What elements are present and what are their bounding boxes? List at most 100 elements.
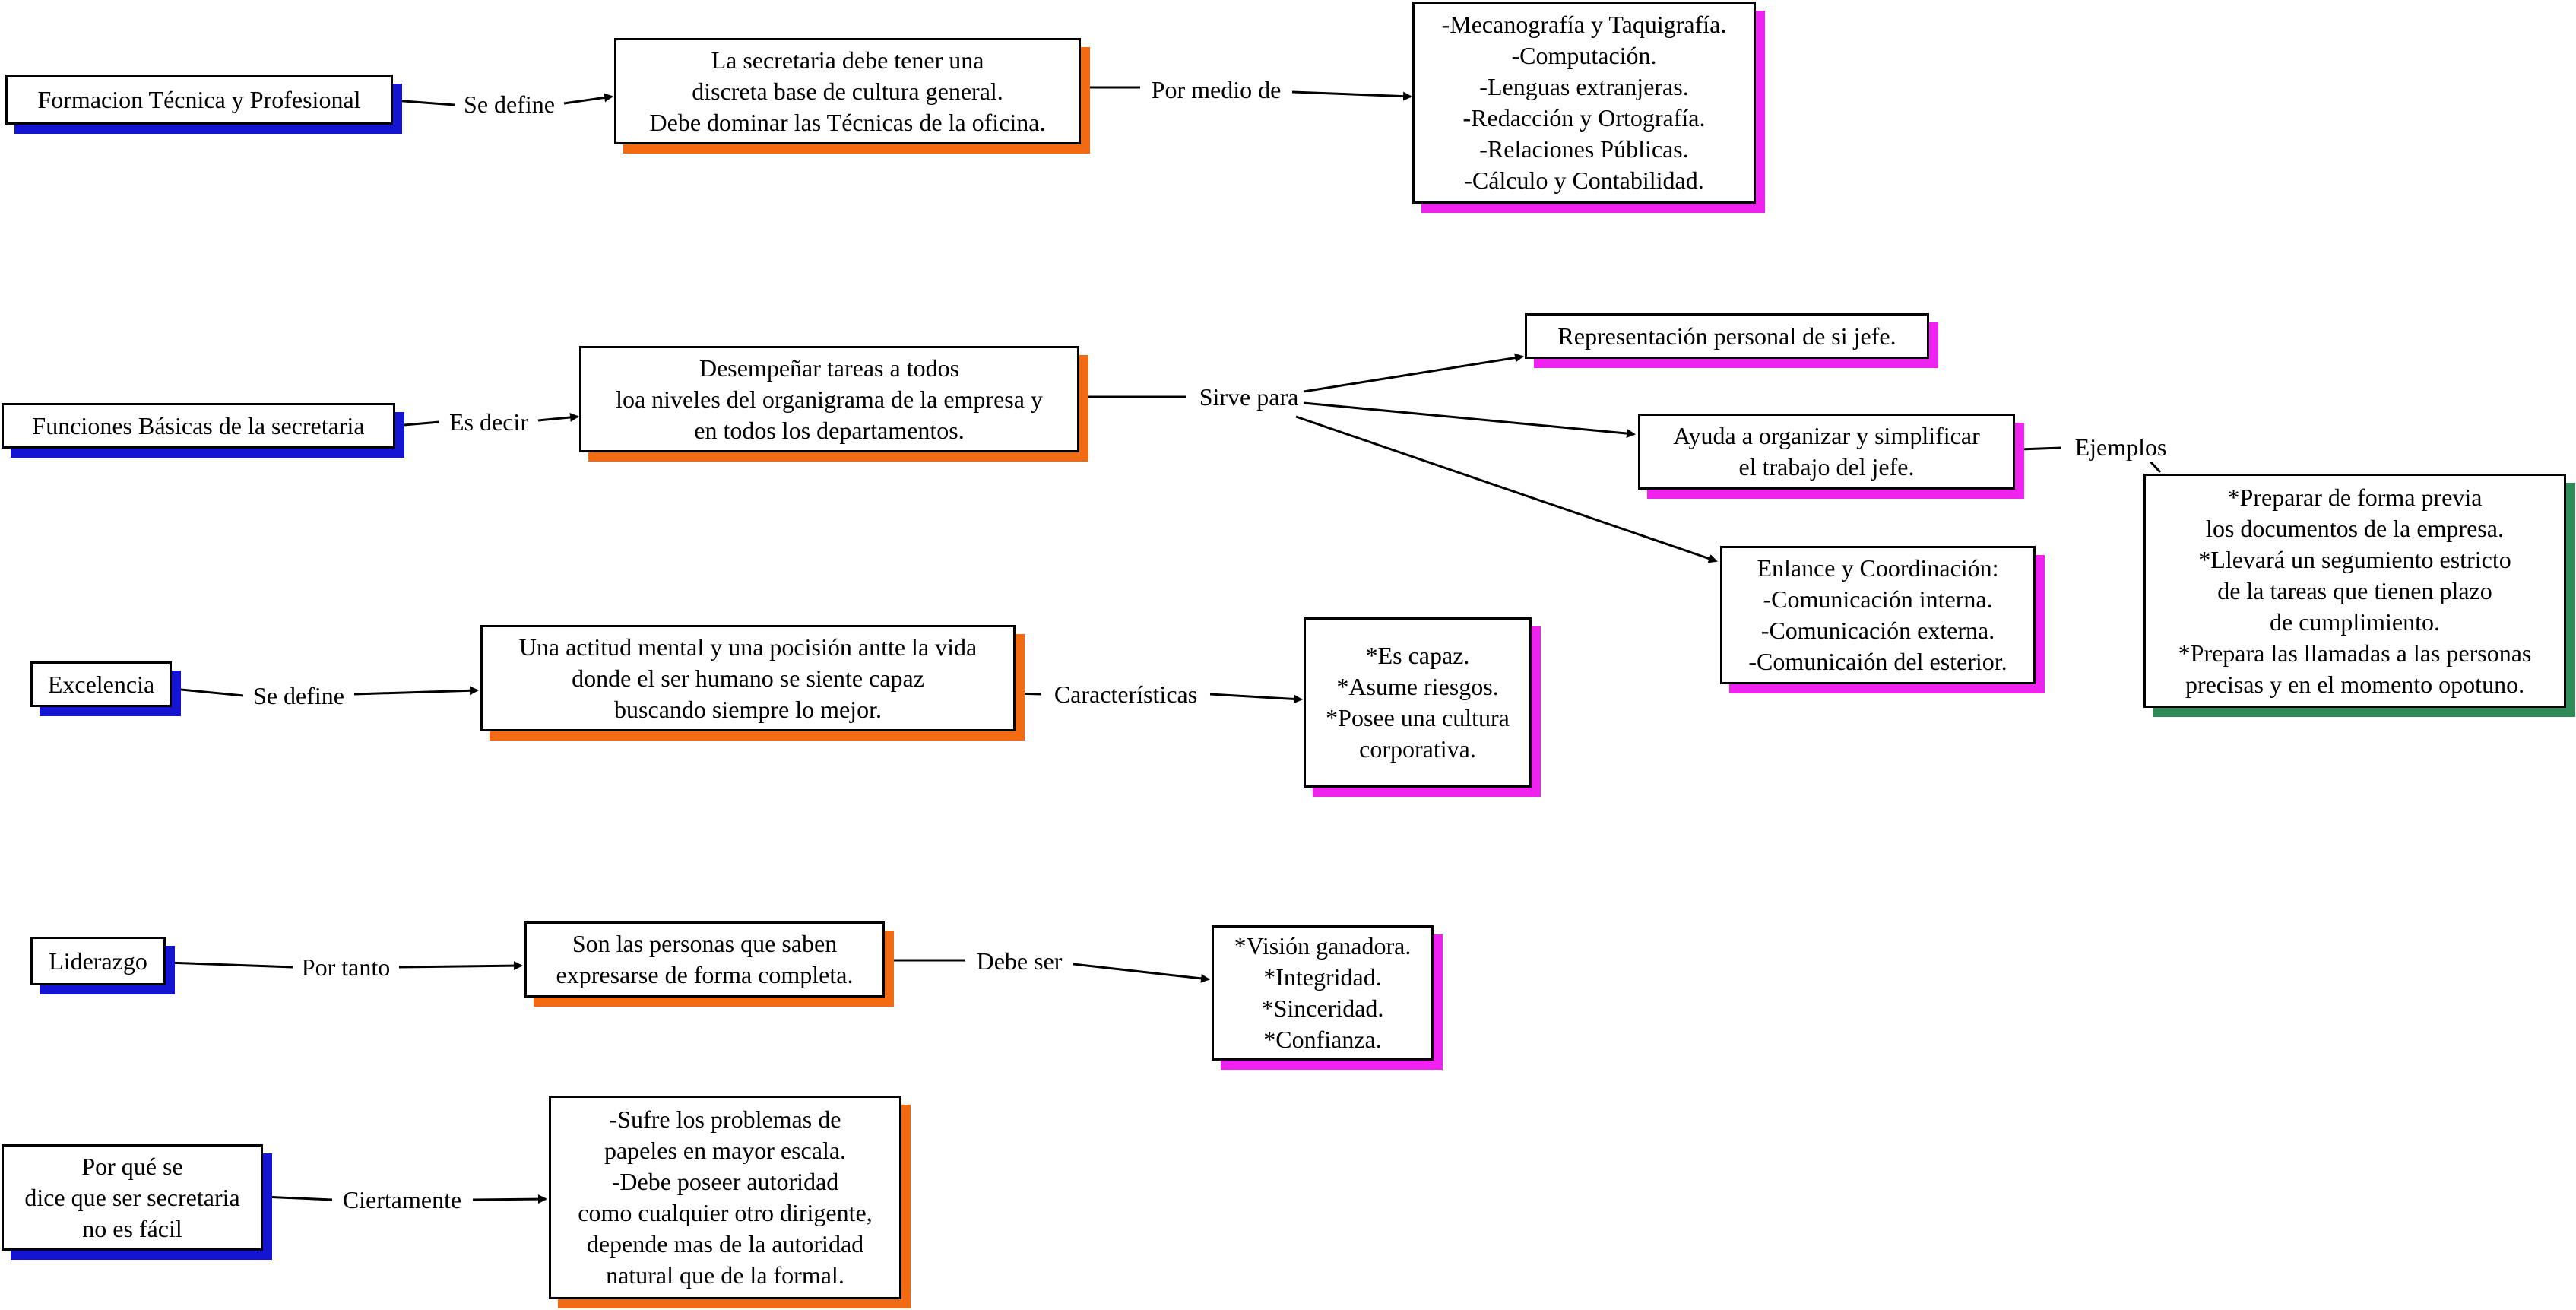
connector-ejemplos-box (2148, 459, 2162, 474)
node-text-line: -Relaciones Públicas. (1479, 135, 1689, 163)
node-ayuda: Ayuda a organizar y simplificar el traba… (1638, 414, 2015, 490)
connector-porque-ciertamente (262, 1195, 333, 1201)
link-label-es-decir: Es decir (446, 407, 531, 437)
connector-ayuda-ejemplos (2019, 446, 2062, 451)
node-text-line: *Asume riesgos. (1336, 673, 1499, 700)
node-text-line: expresarse de forma completa. (556, 961, 854, 988)
node-text-line: -Mecanografía y Taquigrafía. (1441, 11, 1727, 38)
link-label-por-medio-de: Por medio de (1148, 75, 1285, 105)
link-label-sirve-para: Sirve para (1196, 382, 1302, 412)
node-excelencia: Excelencia (30, 661, 172, 707)
node-text-line: Debe dominar las Técnicas de la oficina. (649, 108, 1046, 136)
connector-funciones-esdecir (394, 420, 440, 427)
node-funciones-definicion: Desempeñar tareas a todos loa niveles de… (579, 346, 1079, 452)
node-text-line: -Comunicaión del esterior. (1748, 648, 2007, 675)
connector-sirvepara-enlace (1295, 415, 1718, 563)
node-text-line: precisas y en el momento opotuno. (2185, 670, 2525, 698)
node-text-line: *Sinceridad. (1261, 994, 1384, 1022)
node-porque: Por qué se dice que ser secretaria no es… (2, 1144, 263, 1251)
node-text-line: natural que de la formal. (606, 1261, 844, 1289)
connector-sedefine-excelencia-def (353, 686, 479, 696)
node-text-line: -Comunicación externa. (1760, 617, 1995, 644)
node-text-line: los documentos de la empresa. (2206, 514, 2504, 542)
node-text-line: Desempeñar tareas a todos (699, 354, 960, 382)
node-text-line: -Comunicación interna. (1763, 585, 1993, 613)
node-text-line: discreta base de cultura general. (692, 77, 1003, 105)
node-debe-ser: *Visión ganadora. *Integridad. *Sincerid… (1212, 925, 1434, 1061)
node-text-line: Por qué se (81, 1152, 183, 1180)
node-formacion-definicion: La secretaria debe tener una discreta ba… (614, 38, 1081, 144)
node-porque-definicion: -Sufre los problemas de papeles en mayor… (549, 1096, 901, 1299)
node-text-line: -Computación. (1511, 42, 1657, 69)
node-text-line: La secretaria debe tener una (711, 46, 984, 74)
node-text-line: Liderazgo (49, 947, 147, 975)
node-liderazgo: Liderazgo (30, 937, 166, 985)
node-text-line: -Redacción y Ortografía. (1462, 104, 1706, 132)
node-caracteristicas: *Es capaz. *Asume riesgos. *Posee una cu… (1304, 617, 1532, 788)
connector-caracteristicas-box (1209, 693, 1303, 704)
node-formacion: Formacion Técnica y Profesional (5, 75, 393, 125)
node-text-line: loa niveles del organigrama de la empres… (616, 385, 1043, 413)
link-label-caracteristicas: Características (1050, 679, 1201, 709)
connector-excelencia-sedefine (173, 687, 244, 697)
node-text-line: -Debe poseer autoridad (611, 1168, 839, 1195)
connector-debeser-box (1073, 963, 1210, 983)
node-text-line: Son las personas que saben (572, 930, 838, 957)
connector-formacion-sedefine (393, 99, 455, 106)
node-enlace: Enlance y Coordinación: -Comunicación in… (1720, 546, 2036, 684)
node-text-line: el trabajo del jefe. (1738, 453, 1915, 481)
node-representacion: Representación personal de si jefe. (1525, 313, 1929, 359)
node-text-line: -Sufre los problemas de (609, 1105, 841, 1133)
node-text-line: buscando siempre lo mejor. (614, 695, 882, 723)
connector-liderazgo-portanto (166, 961, 293, 969)
node-text-line: Funciones Básicas de la secretaria (32, 411, 365, 439)
node-text-line: *Confianza. (1263, 1026, 1382, 1053)
link-label-se-define-excelencia: Se define (250, 680, 347, 711)
connector-pormedio-medios (1291, 90, 1412, 101)
node-formacion-line: Formacion Técnica y Profesional (37, 85, 361, 113)
node-text-line: *Preparar de forma previa (2227, 483, 2483, 511)
node-text-line: *Llevará un segumiento estricto (2198, 545, 2511, 573)
node-text-line: de cumplimiento. (2270, 607, 2440, 636)
node-text-line: Una actitud mental y una pocisión antte … (518, 633, 977, 661)
node-text-line: no es fácil (82, 1214, 182, 1242)
node-text-line: -Lenguas extranjeras. (1479, 73, 1689, 100)
connector-esdecir-def (537, 412, 579, 422)
node-text-line: -Cálculo y Contabilidad. (1464, 167, 1704, 194)
node-text-line: como cualquier otro dirigente, (578, 1199, 873, 1226)
connector-sirvepara-ayuda (1303, 401, 1636, 439)
node-text-line: Representación personal de si jefe. (1557, 322, 1896, 350)
node-text-line: en todos los departamentos. (694, 416, 965, 444)
node-text-line: de la tareas que tienen plazo (2217, 576, 2492, 604)
node-text-line: papeles en mayor escala. (604, 1137, 847, 1164)
link-label-ejemplos: Ejemplos (2071, 432, 2170, 462)
node-text-line: *Es capaz. (1365, 642, 1470, 669)
node-text-line: Enlance y Coordinación: (1757, 554, 1999, 582)
connector-sirvepara-representacion (1303, 353, 1524, 393)
node-text-line: *Visión ganadora. (1234, 932, 1412, 960)
node-text-line: dice que ser secretaria (24, 1183, 240, 1211)
connector-ciertamente-def (472, 1194, 547, 1204)
connector-excelencia-caracteristicas (1014, 692, 1042, 696)
node-text-line: *Posee una cultura (1326, 704, 1510, 731)
node-text-line: *Prepara las llamadas a las personas (2178, 639, 2532, 667)
node-ejemplos: *Preparar de forma previa los documentos… (2143, 474, 2566, 708)
connector-sedefine-def (563, 93, 613, 105)
node-text-line: *Integridad. (1263, 963, 1382, 991)
link-label-debe-ser: Debe ser (973, 946, 1066, 976)
node-text-line: donde el ser humano se siente capaz (572, 664, 924, 692)
node-text-line: Ayuda a organizar y simplificar (1673, 422, 1980, 449)
node-text-line: corporativa. (1359, 735, 1476, 763)
connector-portanto-def (398, 961, 523, 971)
link-label-ciertamente: Ciertamente (339, 1185, 465, 1215)
node-excelencia-definicion: Una actitud mental y una pocisión antte … (480, 625, 1016, 731)
node-text-line: Excelencia (47, 670, 155, 698)
node-formacion-medios: -Mecanografía y Taquigrafía. -Computació… (1412, 2, 1756, 204)
node-funciones: Funciones Básicas de la secretaria (2, 403, 395, 449)
node-liderazgo-definicion: Son las personas que saben expresarse de… (524, 921, 885, 998)
link-label-se-define: Se define (461, 89, 558, 119)
node-text-line: depende mas de la autoridad (586, 1230, 864, 1258)
link-label-por-tanto: Por tanto (298, 952, 394, 982)
